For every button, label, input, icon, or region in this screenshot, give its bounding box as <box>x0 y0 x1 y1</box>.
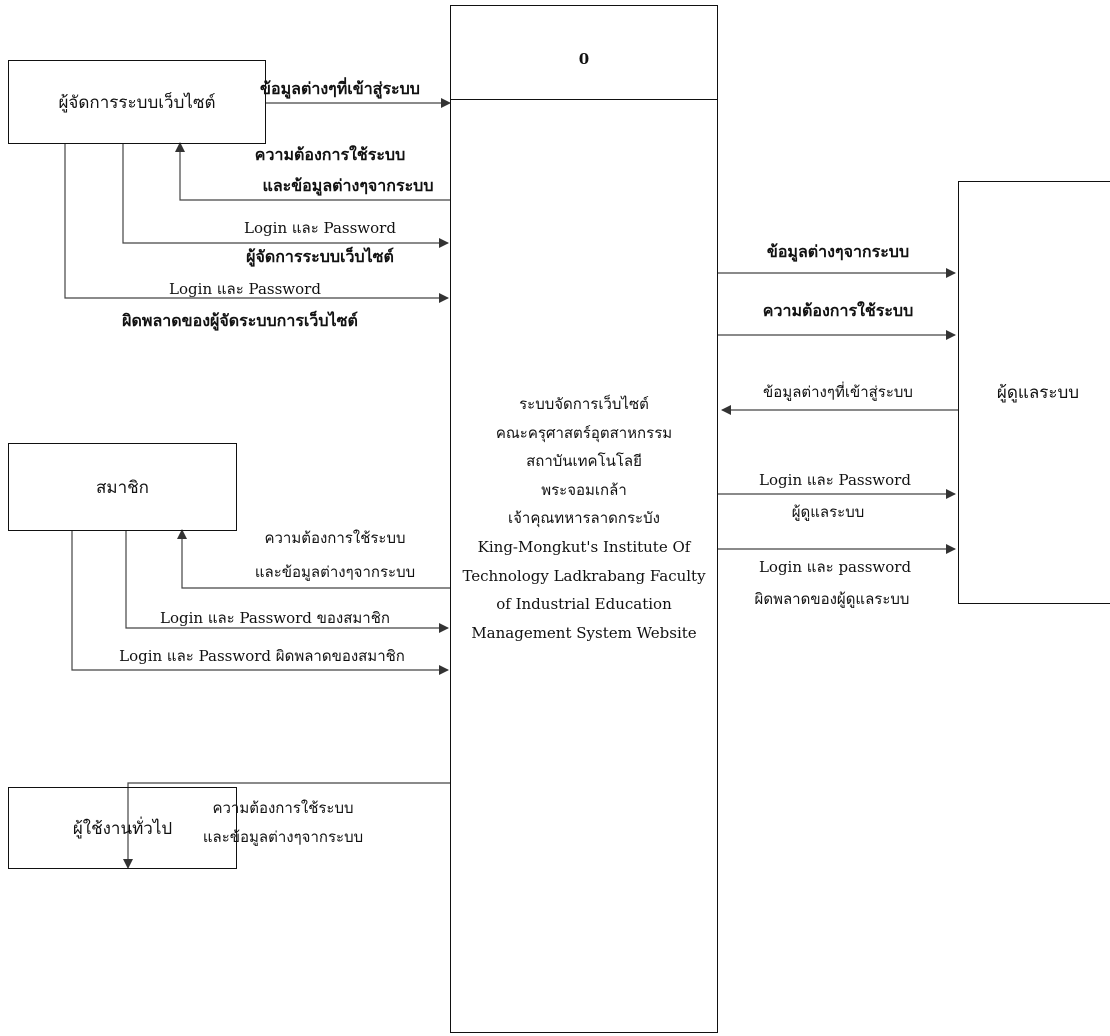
flow-admin-login <box>122 143 449 248</box>
flow-label: Login และ Password <box>169 280 321 298</box>
flow-label: ข้อมูลต่างๆจากระบบ <box>766 242 910 261</box>
flow-label: และข้อมูลต่างๆจากระบบ <box>202 828 364 846</box>
flow-system-to-admin <box>175 142 450 201</box>
flow-member-login <box>125 530 449 633</box>
process-line: เจ้าคุณทหารลาดกระบัง <box>508 509 660 528</box>
flow-label: และข้อมูลต่างๆจากระบบ <box>262 176 434 195</box>
flow-label: ความต้องการใช้ระบบ <box>254 145 406 164</box>
process-line: Technology Ladkrabang Faculty <box>462 566 706 585</box>
flow-label: Login และ password <box>758 558 912 576</box>
process-line: Management System Website <box>471 623 697 642</box>
entity-admin-label: ผู้จัดการระบบเว็บไซต์ <box>58 92 216 113</box>
flow-member-login-error <box>71 530 449 675</box>
process-line: พระจอมเกล้า <box>541 480 627 499</box>
flow-label: Login และ Password <box>244 219 396 237</box>
process-description: ระบบจัดการเว็บไซต์ คณะครุศาสตร์อุตสาหกรร… <box>451 390 717 647</box>
process-line: คณะครุศาสตร์อุตสาหกรรม <box>495 423 673 442</box>
flow-admin-login-error <box>64 143 449 303</box>
flow-label: Login และ Password <box>759 471 911 489</box>
flow-label: ข้อมูลต่างๆที่เข้าสู่ระบบ <box>763 383 913 401</box>
entity-admin: ผู้จัดการระบบเว็บไซต์ <box>8 60 266 144</box>
flow-label: Login และ Password ผิดพลาดของสมาชิก <box>119 647 405 665</box>
flow-label: ความต้องการใช้ระบบ <box>212 799 354 817</box>
process-box: 0 ระบบจัดการเว็บไซต์ คณะครุศาสตร์อุตสาหก… <box>450 5 718 1033</box>
process-line: ระบบจัดการเว็บไซต์ <box>519 395 649 413</box>
flow-label: ผู้จัดการระบบเว็บไซต์ <box>246 247 394 266</box>
entity-member-label: สมาชิก <box>96 477 149 498</box>
process-line: King-Mongkut's Institute Of <box>477 537 691 556</box>
entity-general-user: ผู้ใช้งานทั่วไป <box>8 787 237 869</box>
process-line: สถาบันเทคโนโลยี <box>526 452 642 471</box>
flow-label: Login และ Password ของสมาชิก <box>160 609 390 627</box>
flow-system-to-general-user <box>123 782 450 869</box>
entity-caretaker: ผู้ดูแลระบบ <box>958 181 1110 604</box>
process-number: 0 <box>578 50 590 68</box>
entity-general-user-label: ผู้ใช้งานทั่วไป <box>72 818 173 839</box>
flow-label: ความต้องการใช้ระบบ <box>264 529 406 547</box>
flow-system-to-member <box>177 529 450 589</box>
flow-label: ข้อมูลต่างๆที่เข้าสู่ระบบ <box>260 79 420 98</box>
process-divider <box>451 99 717 100</box>
entity-caretaker-label: ผู้ดูแลระบบ <box>996 383 1080 403</box>
flow-label: ผิดพลาดของผู้ดูแลระบบ <box>754 590 910 608</box>
flow-label: ผิดพลาดของผู้จัดระบบการเว็บไซต์ <box>122 311 358 330</box>
flow-label: ความต้องการใช้ระบบ <box>762 301 914 320</box>
entity-member: สมาชิก <box>8 443 237 531</box>
flow-label: ผู้ดูแลระบบ <box>791 503 865 521</box>
process-line: of Industrial Education <box>496 595 672 614</box>
flow-label: และข้อมูลต่างๆจากระบบ <box>254 563 416 581</box>
